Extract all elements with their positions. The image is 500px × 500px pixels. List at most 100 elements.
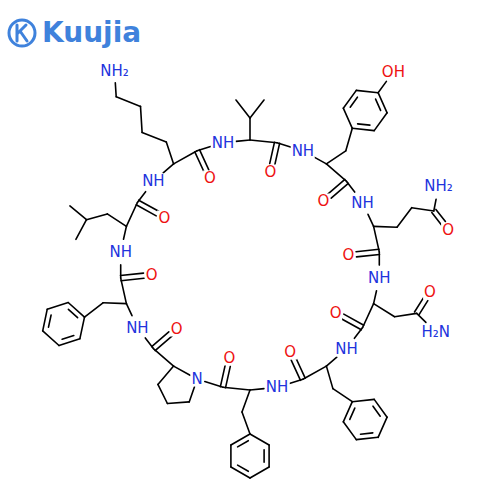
bond-line xyxy=(291,360,300,380)
atom-label: O xyxy=(157,210,171,225)
bond-line xyxy=(158,384,168,403)
bond-line xyxy=(268,445,270,467)
bond-line xyxy=(368,214,374,226)
bond-line xyxy=(326,357,336,366)
bond-line xyxy=(249,118,251,140)
bond-line xyxy=(103,302,126,304)
bond-line xyxy=(250,100,264,118)
bond-line xyxy=(358,124,370,125)
bond-line xyxy=(356,249,379,251)
bond-line xyxy=(374,113,387,131)
bond-line xyxy=(343,90,356,108)
bond-line xyxy=(80,317,85,339)
bond-line xyxy=(142,132,166,142)
atom-label: NH xyxy=(291,143,316,158)
bond-line xyxy=(200,150,209,170)
bond-line xyxy=(85,303,104,317)
bond-line xyxy=(343,108,352,128)
bond-line xyxy=(115,83,117,97)
bond-line xyxy=(158,366,174,384)
bond-line xyxy=(155,336,172,351)
bond-line xyxy=(76,220,87,240)
bond-line xyxy=(236,140,250,141)
atom-label: O xyxy=(316,194,330,209)
bond-line xyxy=(343,422,356,440)
atom-label: OH xyxy=(381,64,406,79)
bond-line xyxy=(250,389,264,390)
bond-line xyxy=(250,467,269,478)
bond-line xyxy=(250,140,277,143)
logo-glyph xyxy=(17,25,27,41)
atom-label: O xyxy=(329,305,343,320)
bond-line xyxy=(242,412,250,434)
atom-label: NH xyxy=(367,271,392,286)
bond-line xyxy=(434,199,436,211)
bond-line xyxy=(344,314,364,325)
bond-line xyxy=(70,206,87,220)
bond-line xyxy=(126,304,132,316)
bond-line xyxy=(49,315,52,327)
atom-label: NH₂ xyxy=(423,179,454,194)
bond-line xyxy=(436,209,446,221)
atom-label: NH xyxy=(108,244,133,259)
bond-line xyxy=(397,208,412,228)
bond-line xyxy=(374,226,380,252)
bond-line xyxy=(153,349,173,367)
bond-line xyxy=(226,366,231,388)
bond-line xyxy=(356,437,378,439)
bond-line xyxy=(352,128,374,130)
bond-line xyxy=(343,402,352,422)
atom-label: NH xyxy=(125,320,150,335)
bond-line xyxy=(43,331,59,346)
bond-line xyxy=(356,90,378,92)
bond-line xyxy=(230,445,232,467)
bond-line xyxy=(47,303,68,310)
bond-line xyxy=(68,309,77,317)
bond-line xyxy=(357,255,380,257)
bond-line xyxy=(167,402,189,404)
bond-line xyxy=(374,226,397,228)
bond-line xyxy=(341,319,361,330)
atom-label: NH xyxy=(211,135,236,150)
bond-line xyxy=(417,313,426,322)
bond-line xyxy=(62,336,74,340)
bond-line xyxy=(238,465,249,471)
bond-line xyxy=(326,366,333,389)
bond-line xyxy=(333,389,352,402)
bond-line xyxy=(363,304,374,328)
atom-label: NH xyxy=(141,174,166,189)
atom-label: NH xyxy=(350,195,375,210)
atom-label: H₂N xyxy=(421,325,452,340)
bond-line xyxy=(236,100,250,118)
bond-line xyxy=(326,151,345,164)
atom-label: NH₂ xyxy=(99,63,130,78)
bond-line xyxy=(374,304,395,317)
atom-label: N xyxy=(190,372,203,387)
bond-line xyxy=(189,387,194,402)
watermark-text: Kuujia xyxy=(42,19,141,47)
bond-line xyxy=(314,157,326,164)
atom-label: O xyxy=(264,165,278,180)
bond-line xyxy=(166,142,173,164)
bond-line xyxy=(121,278,127,304)
atom-label: O xyxy=(441,222,455,237)
bond-line xyxy=(361,433,373,434)
bond-line xyxy=(68,303,84,318)
bond-line xyxy=(242,390,250,412)
bond-line xyxy=(415,298,424,312)
bond-line xyxy=(174,151,198,164)
atom-label: O xyxy=(203,171,217,186)
atom-label: O xyxy=(145,267,159,282)
bond-line xyxy=(141,106,143,132)
bond-line xyxy=(124,226,127,239)
bond-line xyxy=(220,365,225,387)
bond-line xyxy=(152,332,169,347)
bond-line xyxy=(328,179,345,194)
bond-line xyxy=(263,450,265,462)
bond-line xyxy=(126,203,137,227)
bond-line xyxy=(231,467,250,478)
logo-ring xyxy=(9,20,35,46)
atom-label: O xyxy=(341,248,355,263)
